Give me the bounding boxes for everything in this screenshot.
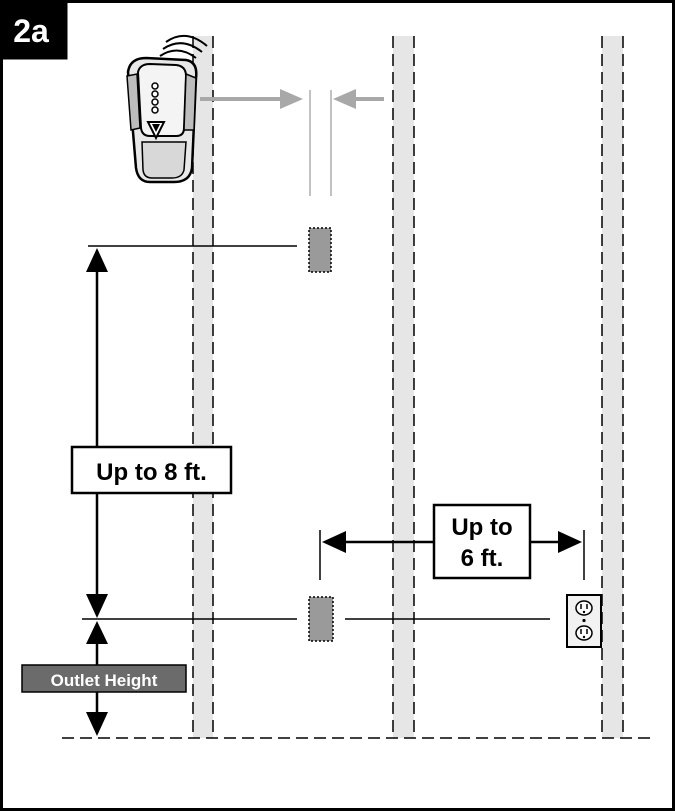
vertical-dimension-arrow: [86, 248, 108, 618]
wall-stud-3: [601, 36, 624, 738]
up-to-8ft-label: Up to 8 ft.: [96, 459, 207, 486]
outlet-height-label-box: Outlet Height: [21, 664, 187, 693]
detected-wire-marker-top: [308, 227, 332, 273]
wall-stud-2: [392, 36, 415, 738]
detected-wire-marker-bottom: [308, 596, 334, 642]
electrical-outlet-icon: [566, 594, 602, 648]
up-to-6ft-label-line1: Up to: [451, 514, 512, 541]
up-to-6ft-label-line2: 6 ft.: [461, 545, 504, 572]
wall-stud-1: [192, 36, 214, 738]
figure-label-badge: 2a: [1, 1, 68, 60]
outlet-height-label: Outlet Height: [51, 671, 158, 690]
figure-label: 2a: [13, 13, 49, 49]
scan-arrow-right: [333, 89, 384, 109]
signal-waves-icon: [159, 35, 208, 59]
up-to-8ft-label-box: Up to 8 ft.: [70, 445, 233, 495]
scan-arrow-left: [200, 89, 303, 109]
stud-finder-icon: [126, 35, 208, 184]
up-to-6ft-label-box: Up to 6 ft.: [432, 503, 532, 580]
